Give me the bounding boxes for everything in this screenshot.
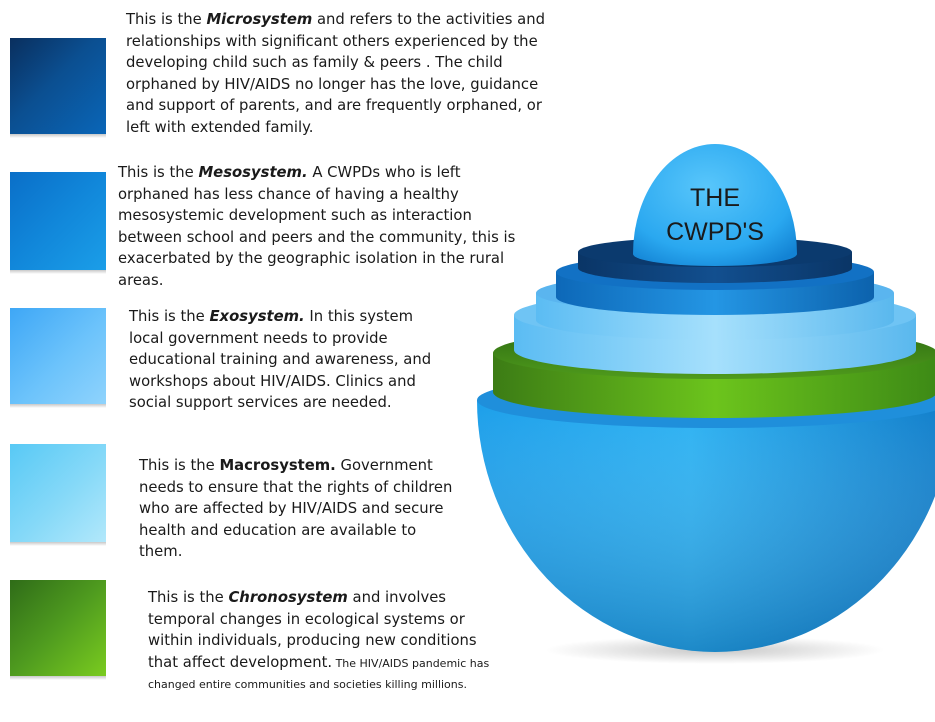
mesosystem-body: A CWPDs who is left orphaned has less ch…: [118, 164, 516, 289]
chronosystem-swatch: [10, 580, 106, 680]
chronosystem-note: The HIV/AIDS pandemic has changed entire…: [148, 656, 490, 692]
macrosystem-swatch: [10, 444, 106, 546]
mesosystem-swatch: [10, 172, 106, 274]
chronosystem-body-tail: that affect development.: [148, 653, 333, 671]
chronosystem-intro: This is the: [148, 589, 229, 606]
macrosystem-intro: This is the: [139, 457, 220, 474]
mesosystem-intro: This is the: [118, 164, 199, 181]
chronosystem-description: This is the Chronosystem and involves te…: [148, 587, 508, 695]
mesosystem-term: Mesosystem.: [198, 164, 308, 181]
macrosystem-description: This is the Macrosystem. Government need…: [139, 455, 459, 563]
microsystem-term: Microsystem: [206, 11, 313, 28]
mesosystem-description: This is the Mesosystem. A CWPDs who is l…: [118, 162, 528, 291]
dome-label-line1: THE: [690, 184, 740, 212]
chronosystem-body: and involves temporal changes in ecologi…: [148, 589, 477, 649]
core-dome: [633, 144, 797, 266]
macrosystem-term: Macrosystem.: [219, 457, 336, 474]
exosystem-term: Exosystem.: [209, 308, 305, 325]
exosystem-body: In this system local government needs to…: [129, 308, 432, 411]
exosystem-intro: This is the: [129, 308, 210, 325]
dome-label-line2: CWPD'S: [666, 218, 764, 246]
microsystem-body: and refers to the activities and relatio…: [126, 11, 545, 136]
chronosystem-term: Chronosystem: [228, 589, 348, 606]
outer-bowl: [477, 372, 935, 652]
microsystem-intro: This is the: [126, 11, 207, 28]
microsystem-description: This is the Microsystem and refers to th…: [126, 9, 546, 138]
macrosystem-body: Government needs to ensure that the righ…: [139, 457, 453, 560]
microsystem-swatch: [10, 38, 106, 138]
exosystem-description: This is the Exosystem. In this system lo…: [129, 306, 449, 414]
exosystem-swatch: [10, 308, 106, 408]
